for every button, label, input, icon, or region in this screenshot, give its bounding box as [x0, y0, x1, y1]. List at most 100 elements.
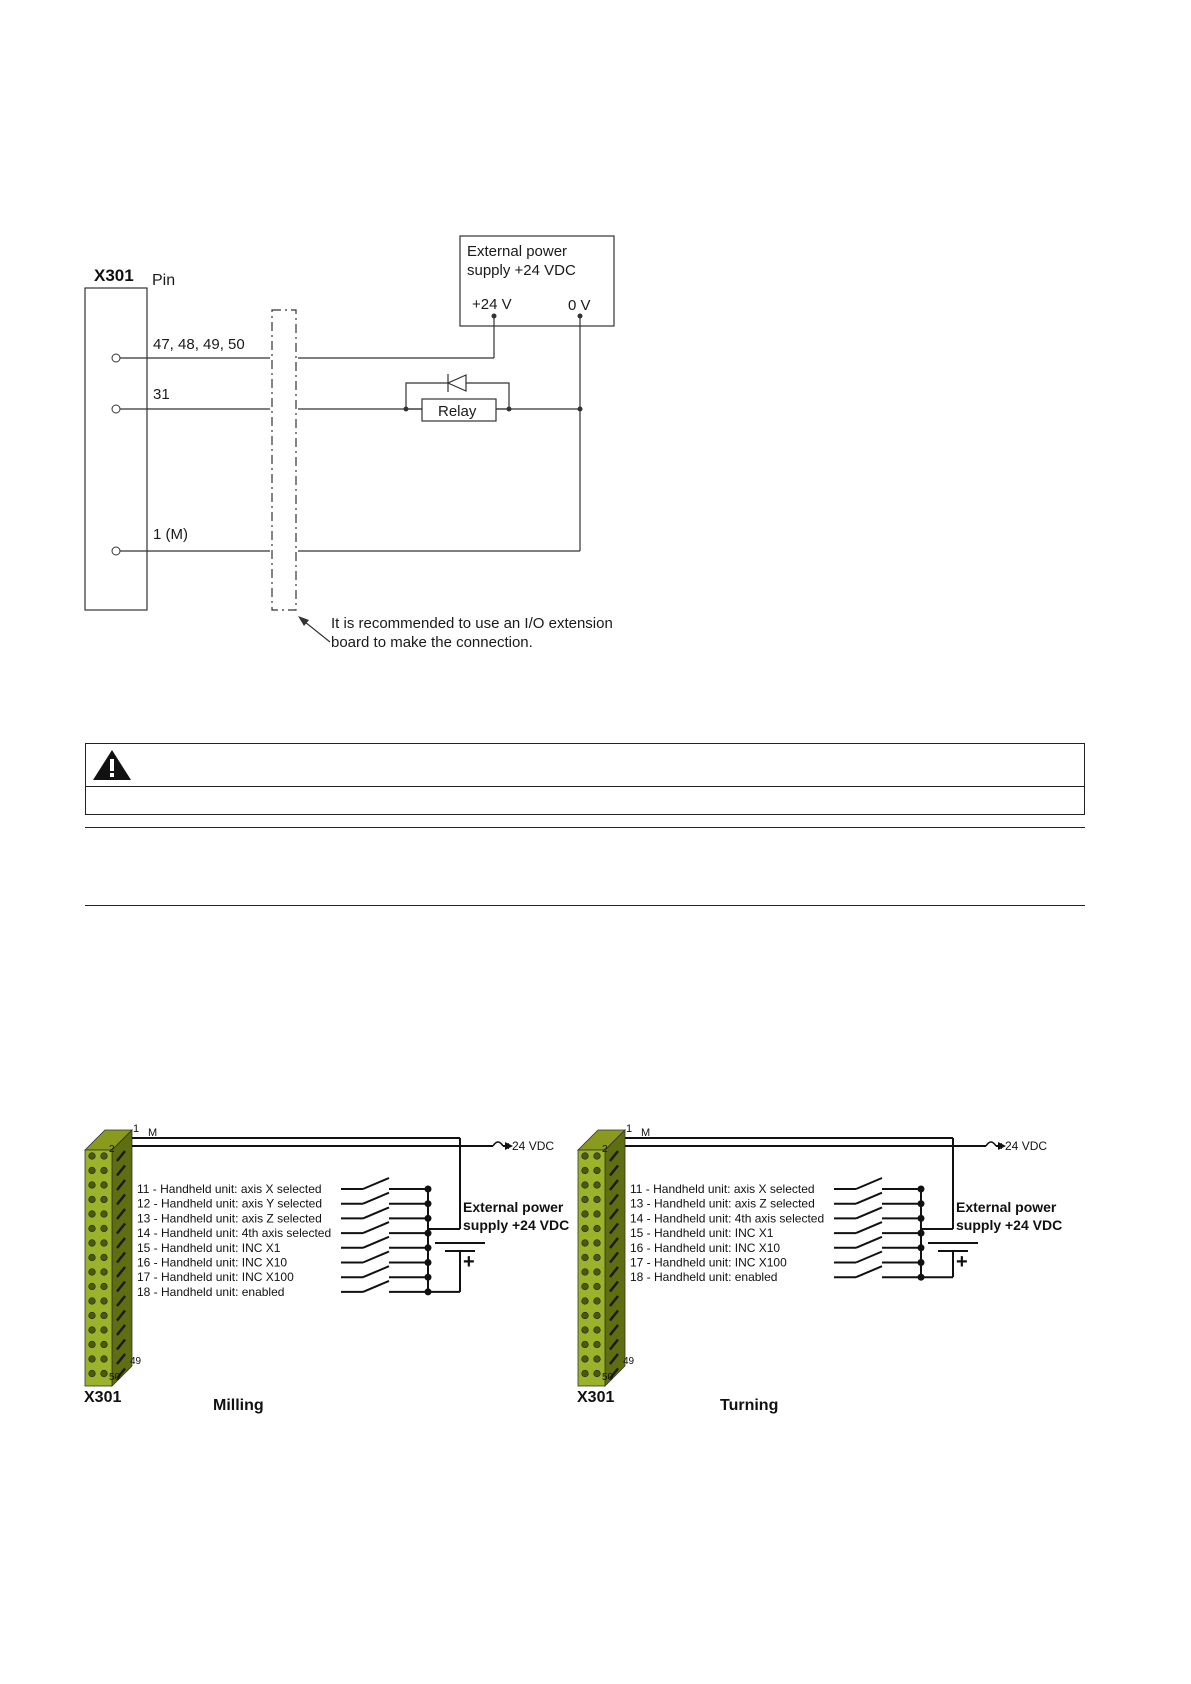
terminal-screw [593, 1253, 601, 1262]
terminal-stripe [116, 1164, 126, 1177]
supply-label-line1: External power [956, 1199, 1057, 1215]
terminal-stripe [116, 1179, 126, 1191]
plus-sign: + [956, 1251, 968, 1273]
terminal-screw [593, 1355, 601, 1363]
terminal-stripe [116, 1266, 126, 1278]
x301-label: X301 [84, 1389, 121, 1406]
terminal-screw [100, 1311, 108, 1320]
pin-label-1: 1 [133, 1123, 139, 1135]
terminal-screw [88, 1181, 96, 1189]
terminal-screw [100, 1282, 108, 1291]
flyback-diode-icon [446, 374, 467, 392]
m-label: M [641, 1127, 650, 1139]
extension-board-note-line2: board to make the connection. [331, 634, 533, 651]
terminal-stripe [116, 1222, 126, 1235]
terminal-screw [100, 1210, 108, 1218]
wire-crossover [985, 1141, 997, 1147]
switch-contact [855, 1191, 883, 1205]
switch-contact [855, 1265, 883, 1279]
relay-label: Relay [438, 403, 477, 420]
terminal-stripe [116, 1208, 126, 1220]
terminal-screw [100, 1297, 108, 1305]
pin-header: Pin [152, 272, 175, 289]
diagram-caption: Milling [213, 1397, 264, 1414]
terminal-stripe [116, 1324, 126, 1336]
relay-wiring-diagram: X301 Pin 47, 48, 49, 50 31 1 (M) Externa… [84, 235, 615, 651]
pin-label-supply: 47, 48, 49, 50 [153, 336, 245, 353]
terminal-stripe [609, 1338, 619, 1351]
terminal-stripe [116, 1295, 126, 1307]
wire-crossover [492, 1141, 504, 1147]
terminal-screw [100, 1253, 108, 1262]
terminal-stripe [609, 1309, 619, 1322]
switch-contact [855, 1221, 883, 1235]
terminal-stripe [116, 1338, 126, 1351]
terminal-screw [581, 1326, 589, 1334]
terminal-stripe [116, 1193, 126, 1206]
terminal-screw [100, 1166, 108, 1175]
input-label: 17 - Handheld unit: INC X100 [137, 1270, 294, 1284]
terminal-screw [581, 1210, 589, 1218]
input-label: 14 - Handheld unit: 4th axis selected [630, 1211, 824, 1225]
terminal-screw [581, 1355, 589, 1363]
terminal-screw [581, 1369, 589, 1378]
terminal-screw [88, 1369, 96, 1378]
extension-board-note-line1: It is recommended to use an I/O extensio… [331, 615, 613, 632]
terminal-screw [88, 1268, 96, 1276]
terminal-screw [581, 1340, 589, 1349]
terminal-stripe [609, 1353, 619, 1365]
terminal-screw [100, 1268, 108, 1276]
io-extension-board [271, 309, 297, 611]
terminal-screw [88, 1166, 96, 1175]
pin-label-2: 2 [602, 1144, 608, 1155]
terminal-screw [593, 1297, 601, 1305]
terminal-screw [88, 1311, 96, 1320]
relay-coil [421, 398, 497, 422]
input-label: 13 - Handheld unit: axis Z selected [630, 1197, 815, 1211]
x301-label: X301 [577, 1389, 614, 1406]
terminal-stripe [116, 1367, 126, 1380]
supply-arrow-icon [505, 1142, 513, 1150]
terminal-screw [581, 1311, 589, 1320]
switch-contact [855, 1206, 883, 1220]
pin-label-1: 1 [626, 1123, 632, 1135]
terminal-screw [581, 1195, 589, 1204]
terminal-stripe [609, 1266, 619, 1278]
input-label: 11 - Handheld unit: axis X selected [137, 1182, 322, 1196]
supply-arrow-icon [998, 1142, 1006, 1150]
terminal-screw [593, 1152, 601, 1160]
supply-voltage-label: +24 VDC [505, 1139, 554, 1153]
terminal-screw [88, 1239, 96, 1247]
terminal-stripe [609, 1367, 619, 1380]
terminal-stripe [116, 1280, 126, 1293]
terminal-stripe [609, 1150, 619, 1162]
terminal-stripe [116, 1309, 126, 1322]
terminal-stripe [116, 1237, 126, 1249]
input-label: 17 - Handheld unit: INC X100 [630, 1256, 787, 1270]
pin-label-2: 2 [109, 1144, 115, 1155]
zero-v-terminal: 0 V [568, 297, 591, 314]
terminal-screw [88, 1210, 96, 1218]
terminal-stripe [609, 1222, 619, 1235]
terminal-screw [88, 1224, 96, 1233]
plus-24v-terminal: +24 V [472, 296, 512, 313]
terminal-screw [88, 1152, 96, 1160]
terminal-screw [88, 1355, 96, 1363]
terminal-screw [581, 1268, 589, 1276]
terminal-screw [88, 1282, 96, 1291]
switch-contact [362, 1221, 390, 1235]
terminal-screw [581, 1297, 589, 1305]
diagram-caption: Turning [720, 1397, 778, 1414]
terminal-screw [593, 1311, 601, 1320]
switch-contact [362, 1206, 390, 1220]
warning-box-divider [86, 786, 1084, 787]
terminal-screw [593, 1239, 601, 1247]
terminal-stripe [609, 1280, 619, 1293]
terminal-screw [100, 1239, 108, 1247]
terminal-screw [100, 1326, 108, 1334]
terminal-stripe [609, 1208, 619, 1220]
pin-label-relay: 31 [153, 386, 170, 403]
input-label: 14 - Handheld unit: 4th axis selected [137, 1226, 331, 1240]
